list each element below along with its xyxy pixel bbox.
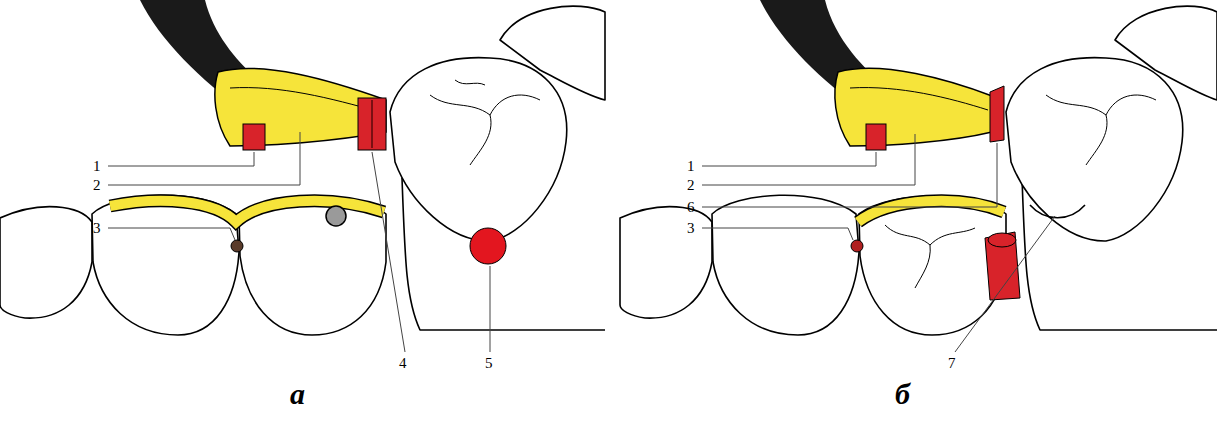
callout-number: 6 (687, 199, 695, 215)
panel-caption: б (895, 378, 910, 410)
callout-number: 3 (687, 220, 695, 236)
callout-number: 7 (948, 355, 956, 371)
callout-number: 1 (687, 158, 695, 174)
callout-number: 4 (399, 355, 407, 371)
callout-number: 5 (485, 355, 493, 371)
callout-number: 3 (93, 220, 101, 236)
callout-number: 2 (687, 177, 695, 193)
panel-caption: а (290, 378, 305, 410)
callout-number: 1 (93, 158, 101, 174)
callout-number: 2 (93, 177, 101, 193)
